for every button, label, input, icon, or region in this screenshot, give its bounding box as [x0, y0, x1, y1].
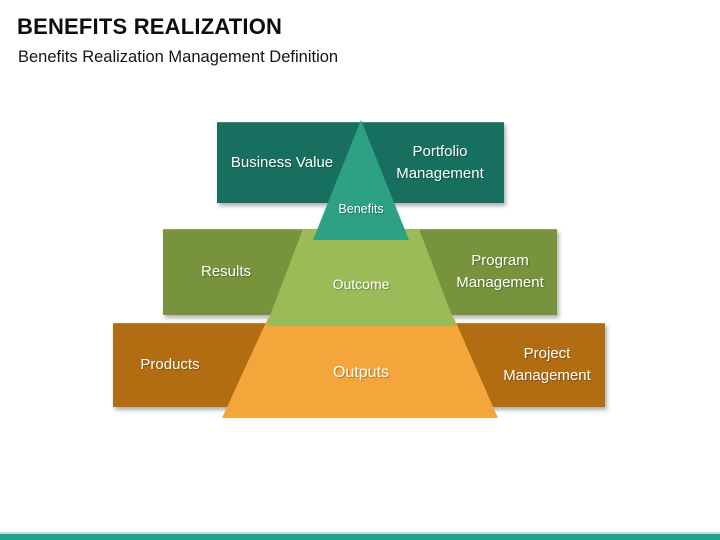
label-business-value: Business Value — [230, 153, 334, 171]
label-benefits: Benefits — [338, 202, 384, 216]
label-program-management: Program Management — [456, 252, 544, 291]
label-project-management: Project Management — [503, 345, 591, 384]
label-portfolio-management: Portfolio Management — [396, 142, 484, 182]
pyramid-segment-outputs — [222, 318, 498, 418]
slide-subtitle: Benefits Realization Management Definiti… — [18, 48, 339, 66]
slide-title: BENEFITS REALIZATION — [17, 14, 283, 39]
label-results: Results — [200, 263, 252, 281]
label-outputs: Outputs — [332, 364, 390, 381]
label-outcome: Outcome — [332, 276, 390, 292]
label-products: Products — [140, 356, 200, 374]
pyramid-segment-outcome — [266, 229, 456, 326]
footer-accent-bar — [0, 532, 720, 540]
